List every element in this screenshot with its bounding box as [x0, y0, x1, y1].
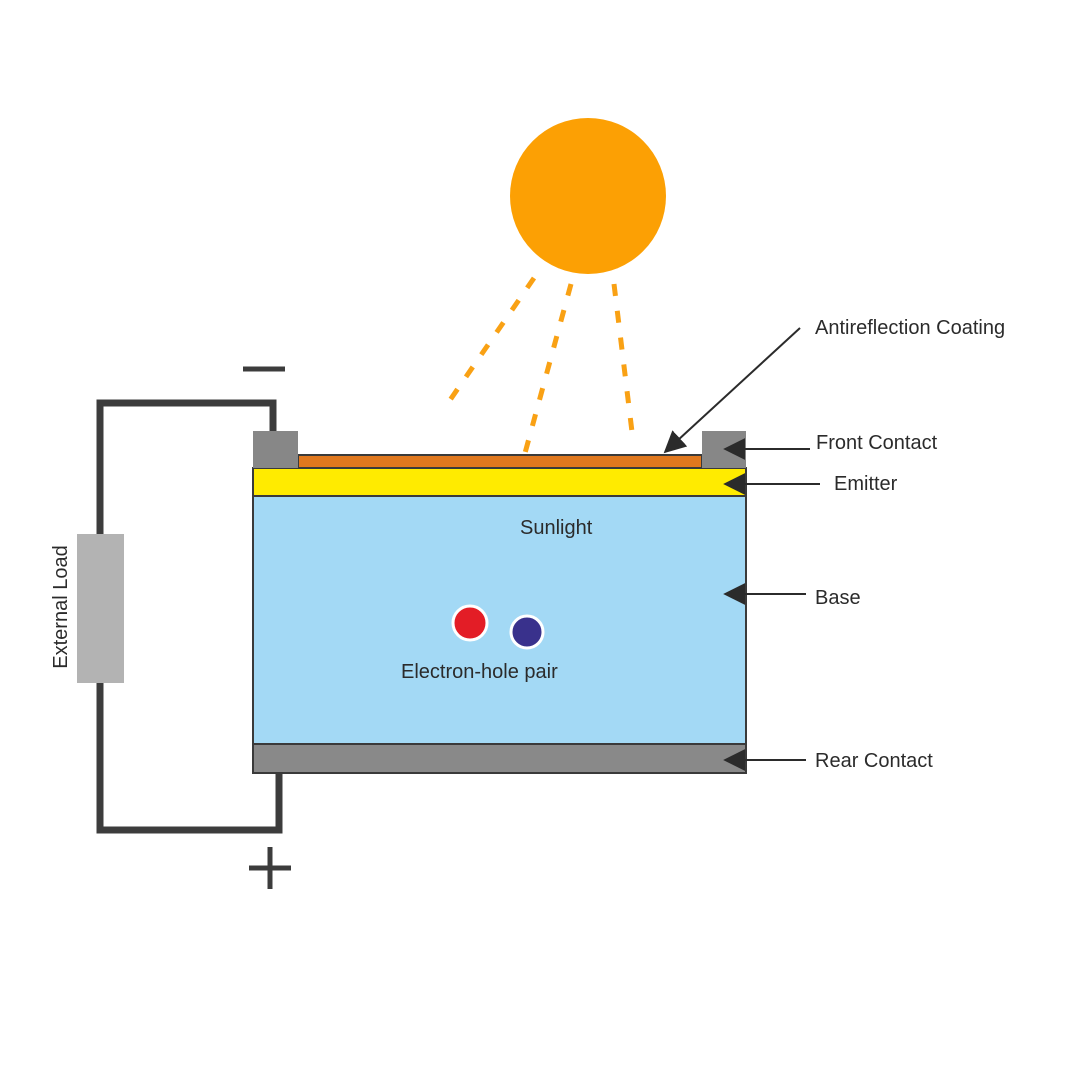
base-label: Base — [815, 587, 861, 609]
electron-hole-pair-label: Electron-hole pair — [401, 661, 558, 683]
positive-terminal-sign — [249, 847, 291, 889]
light-ray-left — [445, 276, 537, 405]
rear-contact-layer — [252, 743, 747, 774]
antireflection-coating-pointer — [663, 327, 801, 454]
rear-contact-label: Rear Contact — [815, 750, 933, 772]
sunlight-label: Sunlight — [520, 517, 593, 539]
emitter-layer — [252, 467, 747, 497]
hole — [509, 614, 545, 650]
front-contact-left — [253, 431, 298, 468]
antireflection-coating-layer — [297, 454, 703, 469]
emitter-label: Emitter — [834, 473, 898, 495]
front-contact-label: Front Contact — [816, 432, 938, 454]
light-ray-right — [611, 283, 636, 441]
external-load — [77, 534, 124, 683]
antireflection-coating-label: Antireflection Coating — [815, 317, 1006, 339]
base-layer — [252, 495, 747, 745]
external-load-label: External Load — [50, 545, 72, 669]
sun — [510, 118, 666, 274]
electron — [451, 604, 489, 642]
